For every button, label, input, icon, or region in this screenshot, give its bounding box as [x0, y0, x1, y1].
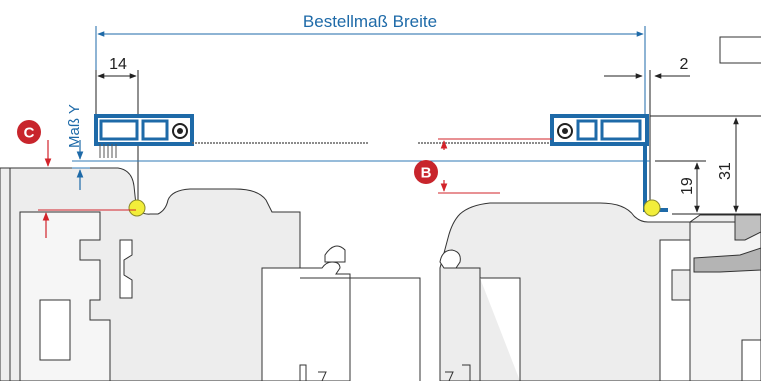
dimension-19: 19: [655, 160, 706, 215]
marker-c-label: C: [24, 125, 35, 142]
width-dimension-label: Bestellmaß Breite: [303, 12, 437, 31]
dimension-2: 2: [604, 56, 690, 206]
dimension-19-label: 19: [679, 177, 696, 195]
marker-b: B: [414, 160, 438, 184]
right-frame-profile: [439, 202, 761, 381]
yellow-dot-icon: [643, 199, 661, 217]
dimension-14-label: 14: [109, 56, 127, 73]
width-dimension: Bestellmaß Breite: [95, 12, 646, 118]
lower-details: [299, 364, 471, 381]
dimension-31-label: 31: [717, 162, 734, 180]
circle-letter-icon: [17, 120, 41, 144]
marker-b-lines: [438, 138, 552, 194]
circle-letter-icon: [414, 160, 438, 184]
dimension-y-label: Maß Y: [66, 104, 83, 148]
marker-b-label: B: [421, 165, 432, 182]
left-blind-profile: [94, 114, 194, 158]
marker-c-lines: [38, 140, 136, 238]
dimension-2-label: 2: [680, 56, 689, 73]
dimension-31: 31: [650, 115, 761, 215]
yellow-dot-icon: [128, 199, 146, 217]
marker-c: C: [17, 120, 41, 144]
corner-box: [719, 36, 761, 64]
right-blind-profile: [418, 114, 668, 212]
left-frame-profile: [0, 167, 421, 381]
dimension-y: Maß Y: [66, 104, 90, 190]
